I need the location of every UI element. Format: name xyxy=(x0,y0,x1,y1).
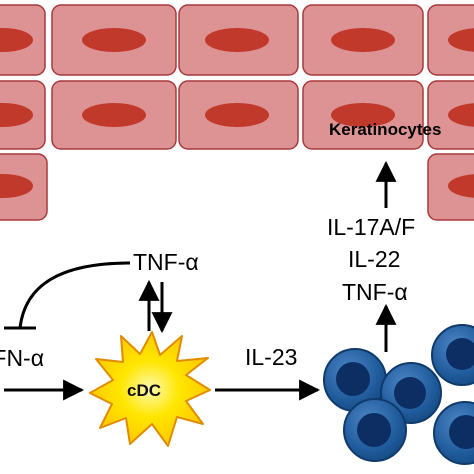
keratinocyte-layer xyxy=(0,4,474,221)
il23-label: IL-23 xyxy=(245,344,298,370)
keratinocyte-cell xyxy=(427,153,474,221)
inhibition-curve xyxy=(18,261,131,329)
ifn-alpha-label: IFN-α xyxy=(0,345,45,371)
cdc-label: cDC xyxy=(127,381,162,400)
t-cell-icon xyxy=(343,398,407,462)
il22-label: IL-22 xyxy=(348,246,401,272)
il17-label: IL-17A/F xyxy=(327,214,416,240)
th17-tnf-label: TNF-α xyxy=(342,279,408,305)
keratinocyte-label: Keratinocytes xyxy=(329,120,442,139)
keratinocyte-cell xyxy=(0,153,48,221)
keratinocyte-cell xyxy=(0,80,46,150)
t-cell-cluster xyxy=(323,324,474,465)
keratinocyte-cell xyxy=(427,80,474,150)
keratinocyte-cell xyxy=(178,4,299,76)
t-cell-icon xyxy=(433,401,474,465)
t-cell-icon xyxy=(431,324,474,386)
tnf-alpha-label: TNF-α xyxy=(133,249,199,275)
keratinocyte-cell xyxy=(427,4,474,76)
cdc-starburst-icon xyxy=(89,331,211,447)
keratinocyte-cell xyxy=(302,4,424,76)
keratinocyte-cell xyxy=(51,4,177,76)
keratinocyte-cell xyxy=(51,80,177,150)
keratinocyte-cell xyxy=(0,4,46,76)
keratinocyte-cell xyxy=(178,80,299,150)
keratinocyte-cell xyxy=(302,80,424,150)
